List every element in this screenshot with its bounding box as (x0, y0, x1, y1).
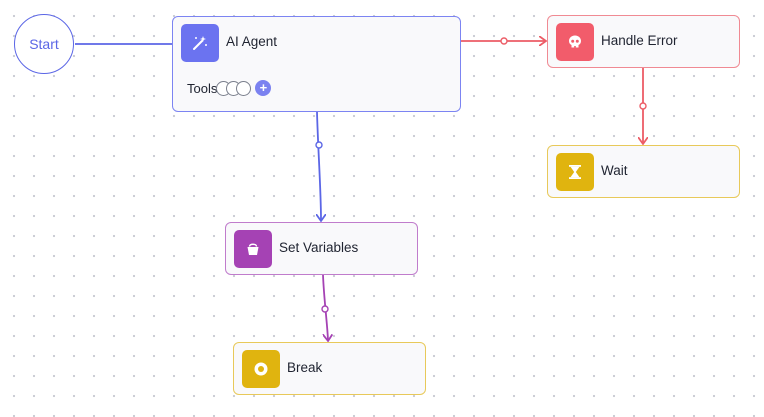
skull-icon (556, 23, 594, 61)
edge-handle-dot[interactable] (315, 141, 323, 149)
wait-node[interactable]: Wait (547, 145, 740, 198)
tool-slot[interactable] (236, 80, 252, 96)
handle-error-node[interactable]: Handle Error (547, 15, 740, 68)
ai-agent-label: AI Agent (226, 34, 278, 49)
start-label: Start (29, 36, 59, 52)
set-variables-label: Set Variables (279, 240, 359, 255)
plus-icon: + (259, 80, 268, 95)
wait-label: Wait (601, 163, 628, 178)
ai-agent-node[interactable]: AI Agent Tools + (172, 16, 461, 112)
tools-row: Tools + (187, 80, 272, 96)
edge-handle-dot[interactable] (321, 305, 329, 313)
bucket-icon (234, 230, 272, 268)
set-variables-node[interactable]: Set Variables (225, 222, 418, 275)
edge-handle-dot[interactable] (639, 102, 647, 110)
tools-label: Tools (187, 80, 218, 96)
edge-ai-agent-to-set-variables[interactable] (317, 111, 321, 220)
handle-error-label: Handle Error (601, 33, 678, 48)
break-node[interactable]: Break (233, 342, 426, 395)
edge-handle-dot[interactable] (500, 37, 508, 45)
break-label: Break (287, 360, 323, 375)
stop-circle-icon (242, 350, 280, 388)
start-node[interactable]: Start (14, 14, 74, 74)
add-tool-button[interactable]: + (255, 80, 272, 96)
hourglass-icon (556, 153, 594, 191)
magic-wand-icon (181, 24, 219, 62)
